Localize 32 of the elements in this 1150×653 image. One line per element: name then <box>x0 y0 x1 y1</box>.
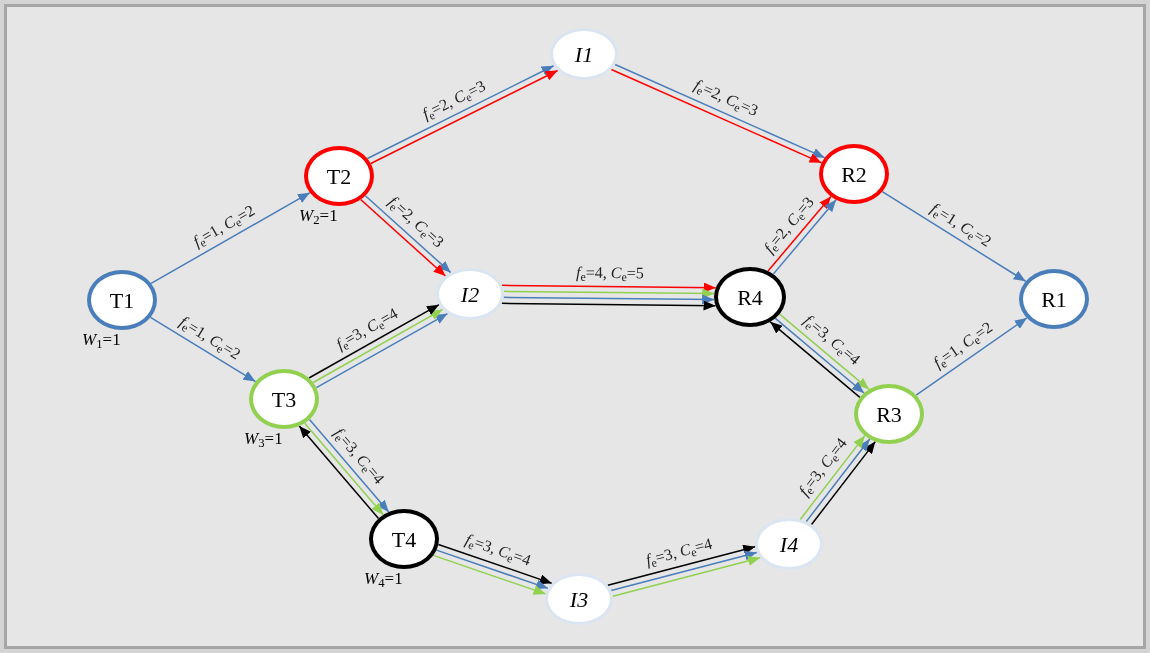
node-ellipse: T2 <box>304 146 374 206</box>
node-ellipse: T1 <box>87 270 157 330</box>
arrow <box>612 555 761 598</box>
node-ellipse: R1 <box>1019 269 1089 329</box>
node-weight-label: W$_{3}$=1 <box>244 430 283 448</box>
node-ellipse: R4 <box>714 267 786 327</box>
arrow <box>502 294 715 305</box>
edge-label: f$_{e}$=3, C$_{e}$=4 <box>643 534 714 570</box>
node-ellipse: I2 <box>436 268 504 320</box>
arrow <box>501 282 717 293</box>
arrow <box>150 191 311 285</box>
node-ellipse: R3 <box>854 384 924 444</box>
node-weight-label: W$_{4}$=1 <box>364 570 403 588</box>
arrow <box>607 544 756 586</box>
node-ellipse: T4 <box>369 509 439 569</box>
node-weight-label: W$_{1}$=1 <box>82 331 121 349</box>
node-ellipse: I3 <box>545 573 613 625</box>
node-ellipse: I4 <box>755 518 823 570</box>
node-ellipse: R2 <box>819 144 889 204</box>
arrow <box>437 543 553 585</box>
arrow <box>915 317 1028 396</box>
node-weight-label: W$_{2}$=1 <box>299 207 338 225</box>
edge-label: f$_{e}$=4, C$_{e}$=5 <box>576 263 645 282</box>
arrow <box>799 434 866 521</box>
node-ellipse: T3 <box>249 369 319 429</box>
node-ellipse: I1 <box>550 28 618 80</box>
arrow <box>501 300 717 311</box>
arrow <box>610 550 758 592</box>
arrow <box>881 190 1027 283</box>
arrow <box>149 316 257 383</box>
arrow <box>503 288 715 299</box>
arrow <box>810 440 877 526</box>
